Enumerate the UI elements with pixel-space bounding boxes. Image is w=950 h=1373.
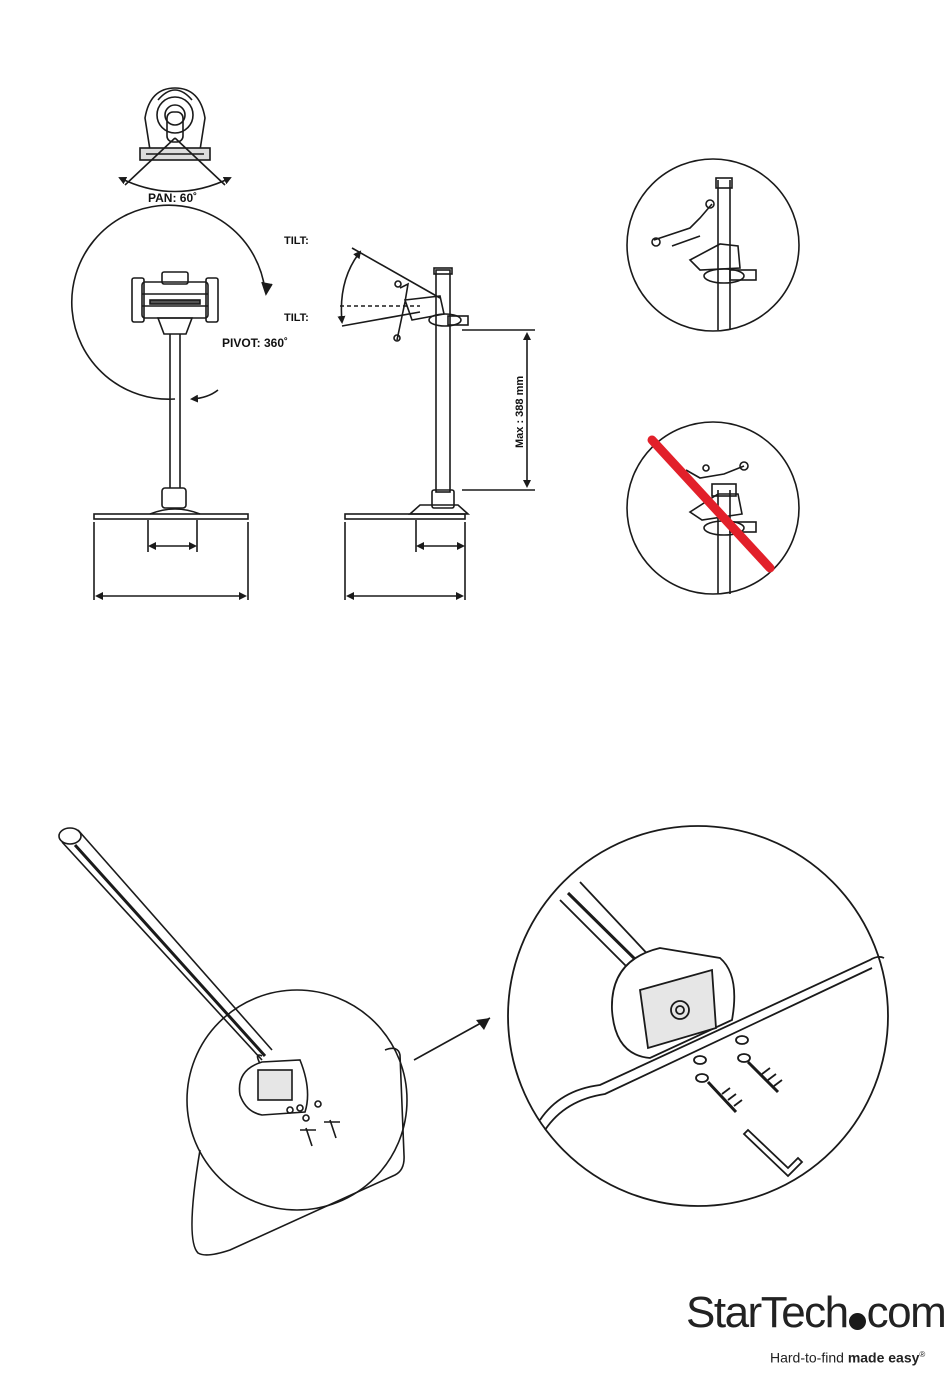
prohibition-mark [652, 440, 770, 568]
correct-mount-detail [627, 159, 799, 331]
zoom-arrow [414, 1018, 490, 1060]
base-assembly-detail [508, 826, 888, 1206]
tagline-bold: made easy [848, 1350, 920, 1366]
pivot-label: PIVOT: 360˚ [222, 336, 288, 350]
tagline-mark: ® [919, 1350, 925, 1359]
pan-top-view [120, 88, 230, 192]
brand-right: com [867, 1288, 946, 1337]
tilt-label-upper: TILT: [284, 235, 309, 247]
max-height-label: Max : 388 mm [514, 376, 526, 448]
pivot-front-view [72, 205, 272, 600]
brand-left: StarTech [686, 1288, 848, 1337]
tilt-label-lower: TILT: [284, 312, 309, 324]
pan-label: PAN: 60˚ [148, 191, 197, 205]
logo-tagline: Hard-to-find made easy® [770, 1346, 925, 1367]
tagline-light: Hard-to-find [770, 1350, 848, 1366]
startech-logo: StarTech com [686, 1288, 945, 1338]
logo-dot-icon [849, 1313, 866, 1330]
base-assembly-overview [59, 828, 407, 1255]
tilt-side-view [340, 248, 535, 600]
